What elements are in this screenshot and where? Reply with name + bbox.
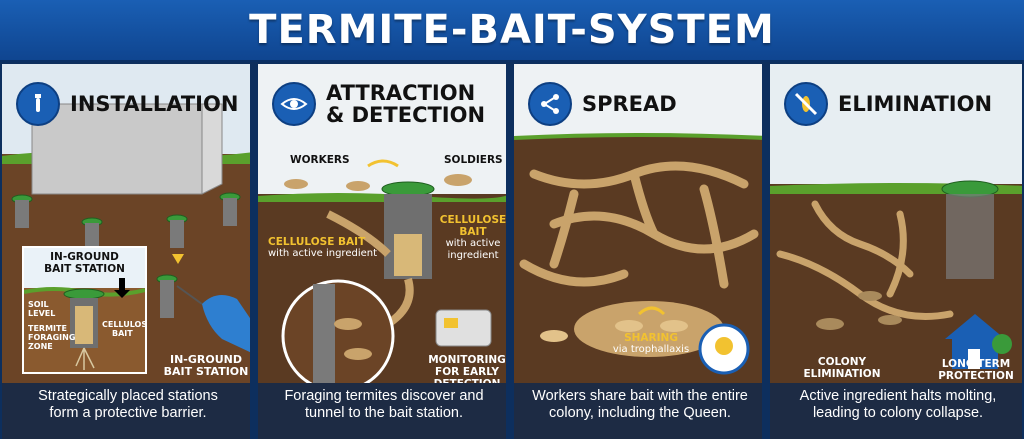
- inset-title: IN-GROUND BAIT STATION: [44, 251, 125, 275]
- panel-caption: Active ingredient halts molting, leading…: [770, 383, 1022, 439]
- station-label: IN-GROUND BAIT STATION: [163, 353, 249, 378]
- panel-caption: Foraging termites discover and tunnel to…: [258, 383, 506, 439]
- workers-label: WORKERS: [290, 154, 350, 166]
- panel-elimination: ELIMINATION COLONY ELIMINATION LONG-TERM…: [768, 64, 1024, 439]
- foraging-zone-label: TERMITE FORAGING ZONE: [28, 324, 76, 351]
- eye-icon: [272, 82, 316, 126]
- panel-header: ATTRACTION & DETECTION: [258, 72, 506, 136]
- panel-title: ATTRACTION & DETECTION: [326, 81, 486, 127]
- title-banner: TERMITE-BAIT-SYSTEM: [0, 0, 1024, 62]
- bait-label-right: CELLULOSE BAIT with active ingredient: [439, 214, 507, 261]
- attraction-scene: [258, 64, 506, 394]
- panel-installation: INSTALLATION IN-GROUND BAIT STATION SOIL…: [0, 64, 252, 439]
- no-termite-icon: [784, 82, 828, 126]
- panel-header: INSTALLATION: [2, 72, 250, 136]
- bait-label-left: CELLULOSE BAIT with active ingredient: [268, 236, 378, 259]
- tube-icon: [16, 82, 60, 126]
- bait-station-inset: IN-GROUND BAIT STATION SOIL LEVEL TERMIT…: [22, 246, 147, 374]
- panel-title: ELIMINATION: [838, 92, 993, 116]
- panel-title: SPREAD: [582, 92, 677, 116]
- protection-label: LONG-TERM PROTECTION: [938, 358, 1014, 382]
- sharing-label: SHARING via trophallaxis: [612, 332, 690, 355]
- panel-attraction: ATTRACTION & DETECTION WORKERS SOLDIERS …: [256, 64, 508, 439]
- panel-caption: Strategically placed stations form a pro…: [2, 383, 250, 439]
- cellulose-bait-label: CELLULOSE BAIT: [102, 320, 147, 338]
- panel-header: SPREAD: [514, 72, 762, 136]
- colony-elimination-label: COLONY ELIMINATION: [803, 356, 881, 380]
- panel-spread: SPREAD SHARING via trophallaxis Workers …: [512, 64, 764, 439]
- panel-header: ELIMINATION: [770, 72, 1022, 136]
- panel-caption: Workers share bait with the entire colon…: [514, 383, 762, 439]
- soldiers-label: SOLDIERS: [444, 154, 503, 166]
- page-title: TERMITE-BAIT-SYSTEM: [249, 7, 775, 53]
- panel-title: INSTALLATION: [70, 92, 239, 116]
- share-icon: [528, 82, 572, 126]
- soil-level-label: SOIL LEVEL: [28, 300, 56, 318]
- spread-scene: [514, 64, 762, 386]
